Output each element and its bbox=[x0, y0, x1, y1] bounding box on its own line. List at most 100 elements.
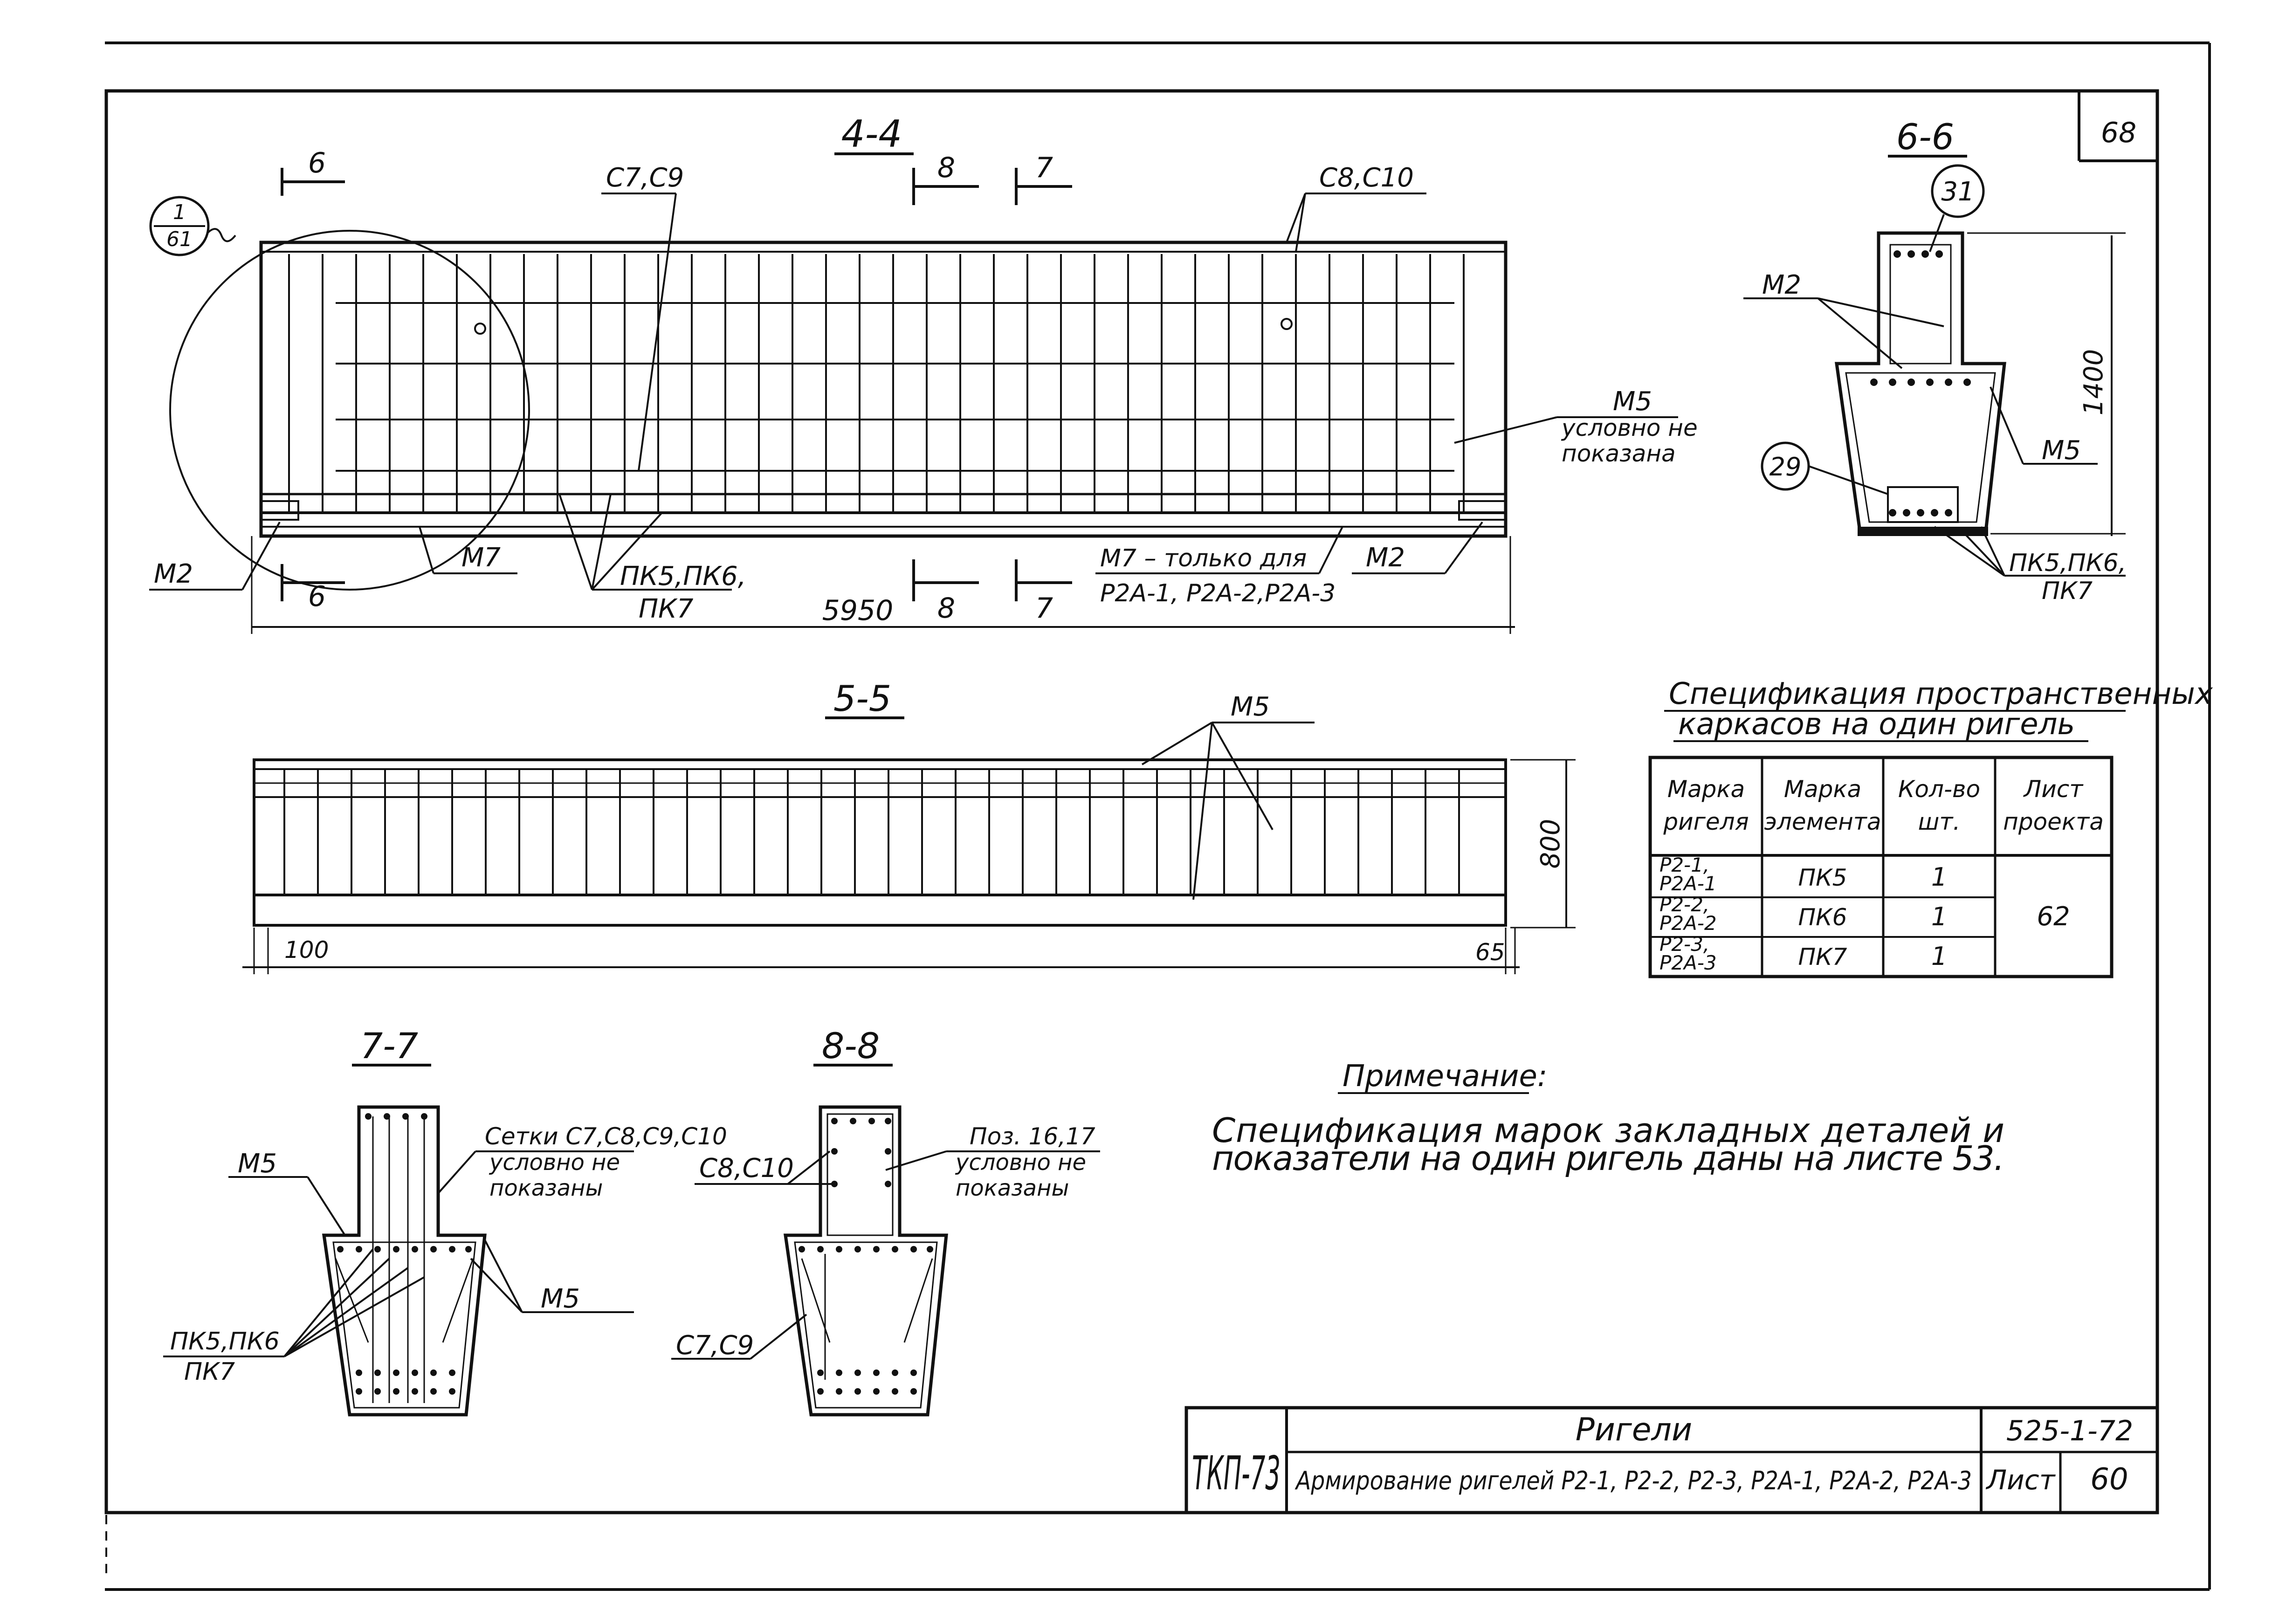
pos-29: 29 bbox=[1769, 452, 1802, 482]
embedded-plate-m2-left bbox=[260, 500, 299, 521]
corner-number-box: 68 bbox=[2078, 91, 2157, 162]
stirrups-4-4 bbox=[288, 254, 1465, 513]
series-code: 525-1-72 bbox=[2006, 1415, 2133, 1447]
section-5-5-title: 5-5 bbox=[833, 678, 891, 719]
label-pk7: ПК7 bbox=[2042, 577, 2093, 605]
sheet-number: 60 bbox=[2090, 1462, 2128, 1497]
header-sheet-2: проекта bbox=[2003, 808, 2104, 835]
label-c8c10: С8,С10 bbox=[699, 1153, 794, 1184]
m5-note-2: показана bbox=[1562, 440, 1676, 467]
label-c7c9: С7,С9 bbox=[676, 1330, 754, 1361]
label-c8c10: С8,С10 bbox=[1319, 163, 1414, 193]
section-4-4: 4-4 1 61 6 6 bbox=[149, 112, 1698, 634]
detail-callout-bottom: 61 bbox=[166, 227, 193, 251]
row2-rigel-a: Р2-2, bbox=[1659, 893, 1709, 916]
dim-1400: 1400 bbox=[2079, 349, 2109, 416]
section-7-7-title: 7-7 bbox=[360, 1025, 418, 1067]
detail-callout bbox=[149, 196, 210, 256]
note-poz-2: условно не bbox=[955, 1149, 1086, 1176]
note-line-1: Спецификация марок закладных деталей и bbox=[1212, 1111, 2004, 1150]
label-pk5-pk6: ПК5,ПК6, bbox=[2009, 549, 2126, 577]
sheet-frame bbox=[104, 41, 2211, 1591]
corner-number: 68 bbox=[2101, 117, 2136, 149]
beam-plan bbox=[253, 758, 1507, 927]
spec-title-2: каркасов на один ригель bbox=[1678, 707, 2075, 742]
label-m5: М5 bbox=[2042, 435, 2081, 466]
cut-7-bottom: 7 bbox=[1035, 592, 1053, 625]
header-sheet-1: Лист bbox=[2023, 776, 2084, 803]
header-marka-rigelya-1: Марка bbox=[1667, 776, 1745, 803]
section-7-7: 7-7 М5 Сетки С7,С8,С9,С10 условно не пок… bbox=[163, 1025, 727, 1417]
note-setki-3: показаны bbox=[489, 1175, 603, 1201]
section-4-4-title: 4-4 bbox=[841, 112, 902, 156]
label-m7: М7 bbox=[461, 543, 501, 573]
row3-element: ПК7 bbox=[1798, 943, 1847, 970]
section-8-8: 8-8 С8,С10 С7,С9 Поз. 16,17 условно не п… bbox=[671, 1025, 1100, 1417]
section-8-8-title: 8-8 bbox=[822, 1025, 880, 1067]
label-m2: М2 bbox=[1762, 270, 1801, 300]
sheet-ref-62: 62 bbox=[2037, 901, 2070, 932]
embedded-plate-m2-right bbox=[1458, 500, 1507, 521]
dim-100: 100 bbox=[284, 936, 329, 963]
label-c7c9: С7,С9 bbox=[606, 163, 684, 193]
label-pk7: ПК7 bbox=[184, 1358, 235, 1386]
section-6-6: 6-6 31 29 М2 М5 1400 ПК5,ПК6, ПК7 bbox=[1743, 116, 2126, 605]
header-qty-1: Кол-во bbox=[1898, 776, 1980, 803]
row3-qty: 1 bbox=[1931, 942, 1947, 971]
note-poz-3: показаны bbox=[956, 1175, 1069, 1201]
note-setki-2: условно не bbox=[489, 1149, 620, 1176]
row2-element: ПК6 bbox=[1798, 904, 1847, 931]
cut-7-top: 7 bbox=[1035, 151, 1053, 184]
beam-elevation bbox=[259, 241, 1508, 538]
row2-rigel-b: Р2А-2 bbox=[1659, 912, 1717, 935]
note-setki: Сетки С7,С8,С9,С10 bbox=[485, 1123, 727, 1150]
label-m5: М5 bbox=[1231, 692, 1270, 722]
section-8-8-outline bbox=[783, 1105, 948, 1417]
label-pk7: ПК7 bbox=[639, 594, 694, 624]
note-title: Примечание: bbox=[1343, 1059, 1547, 1094]
m7-note: М7 – только для bbox=[1100, 544, 1307, 572]
row1-rigel-b: Р2А-1 bbox=[1659, 872, 1717, 895]
title-block: ТКП-73 Ригели Армирование ригелей Р2-1, … bbox=[1184, 1406, 2159, 1514]
header-marka-elementa-1: Марка bbox=[1784, 776, 1861, 803]
label-m2-left: М2 bbox=[154, 559, 193, 589]
detail-circle bbox=[169, 230, 530, 591]
dim-5950: 5950 bbox=[822, 594, 894, 627]
m7-note-2: Р2А-1, Р2А-2,Р2А-3 bbox=[1100, 579, 1336, 607]
dim-65: 65 bbox=[1475, 939, 1505, 966]
section-6-6-title: 6-6 bbox=[1896, 116, 1954, 158]
pos-31: 31 bbox=[1941, 177, 1974, 207]
label-m5-left: М5 bbox=[238, 1149, 277, 1179]
label-m5: М5 bbox=[1613, 386, 1652, 417]
label-pk5-pk6: ПК5,ПК6 bbox=[170, 1328, 280, 1356]
cut-8-top: 8 bbox=[937, 151, 955, 184]
dim-800: 800 bbox=[1535, 819, 1566, 869]
label-m5-right: М5 bbox=[541, 1284, 580, 1314]
detail-callout-top: 1 bbox=[173, 200, 186, 224]
section-7-7-outline bbox=[322, 1105, 487, 1417]
row1-element: ПК5 bbox=[1798, 864, 1847, 891]
cut-6-bottom: 6 bbox=[308, 580, 326, 613]
label-pk5-pk6: ПК5,ПК6, bbox=[620, 561, 746, 592]
m5-note-1: условно не bbox=[1561, 414, 1698, 441]
cut-6-top: 6 bbox=[308, 147, 326, 179]
section-5-5: 5-5 М5 800 100 65 bbox=[242, 678, 1576, 974]
stamp-code: ТКП-73 bbox=[1192, 1446, 1281, 1500]
spec-table: Спецификация пространственных каркасов н… bbox=[1648, 677, 2213, 978]
drawing-subtitle: Армирование ригелей Р2-1, Р2-2, Р2-3, Р2… bbox=[1294, 1466, 1972, 1495]
row3-rigel-a: Р2-3, bbox=[1659, 933, 1709, 956]
sheet-label: Лист bbox=[1986, 1464, 2056, 1496]
note-poz: Поз. 16,17 bbox=[970, 1123, 1095, 1150]
row1-qty: 1 bbox=[1931, 862, 1947, 892]
label-m2-right: М2 bbox=[1366, 543, 1405, 573]
row2-qty: 1 bbox=[1931, 902, 1947, 931]
note-line-2: показатели на один ригель даны на листе … bbox=[1212, 1139, 2004, 1178]
header-qty-2: шт. bbox=[1918, 808, 1961, 835]
cut-8-bottom: 8 bbox=[937, 592, 955, 625]
stirrups-5-5 bbox=[283, 769, 1460, 895]
row1-rigel-a: Р2-1, bbox=[1659, 853, 1709, 876]
row3-rigel-b: Р2А-3 bbox=[1659, 951, 1717, 974]
header-marka-rigelya-2: ригеля bbox=[1663, 808, 1749, 835]
note-block: Примечание: Спецификация марок закладных… bbox=[1212, 1059, 2004, 1178]
